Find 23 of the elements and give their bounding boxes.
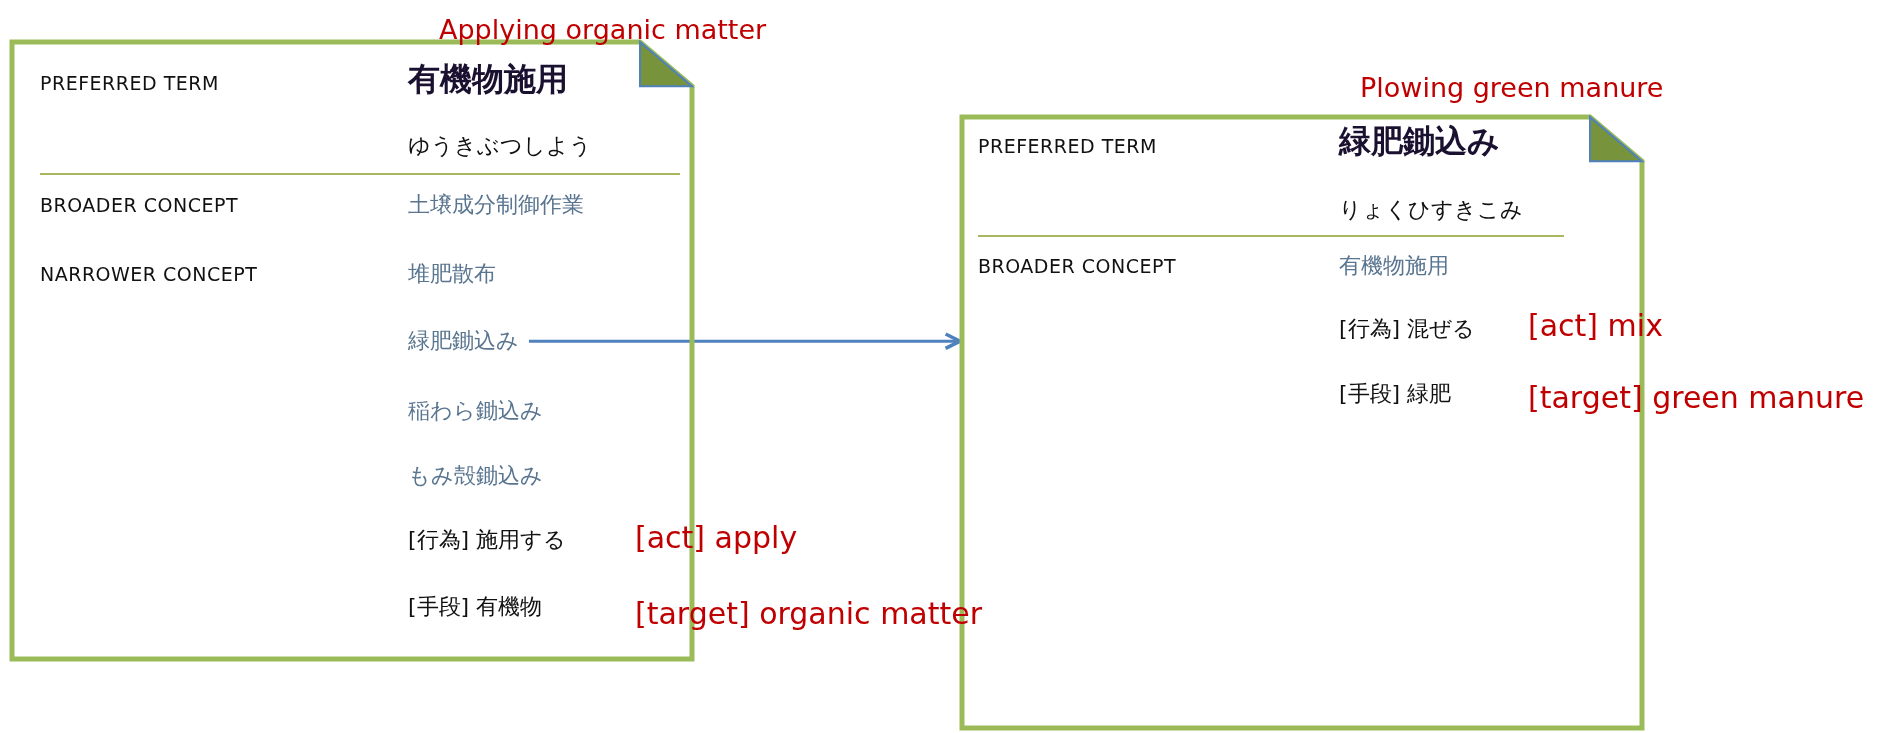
card-title: Plowing green manure: [1360, 72, 1664, 105]
field-label: PREFERRED TERM: [978, 135, 1157, 158]
card-title: Applying organic matter: [439, 14, 767, 47]
concept-link: 堆肥散布: [408, 261, 496, 288]
arrow: [529, 332, 962, 351]
facet-text: [行為] 施用する: [408, 527, 567, 554]
preferred-term: 有機物施用: [408, 60, 568, 99]
concept-link: 有機物施用: [1339, 253, 1449, 280]
concept-link: 稲わら鋤込み: [408, 398, 543, 425]
annotation: [target] green manure: [1528, 380, 1865, 416]
concept-link: 土壌成分制御作業: [408, 192, 584, 219]
concept-link: 緑肥鋤込み: [408, 328, 519, 355]
facet-text: [手段] 有機物: [408, 594, 543, 621]
field-label: BROADER CONCEPT: [40, 194, 238, 217]
field-label: NARROWER CONCEPT: [40, 263, 258, 286]
field-label: BROADER CONCEPT: [978, 255, 1176, 278]
facet-text: [行為] 混ぜる: [1339, 316, 1476, 343]
preferred-term: 緑肥鋤込み: [1339, 122, 1500, 161]
reading-text: ゆうきぶつしよう: [408, 133, 592, 160]
field-label: PREFERRED TERM: [40, 72, 219, 95]
reading-text: りょくひすきこみ: [1339, 197, 1523, 224]
concept-link: もみ殻鋤込み: [408, 463, 543, 490]
facet-text: [手段] 緑肥: [1339, 381, 1452, 408]
